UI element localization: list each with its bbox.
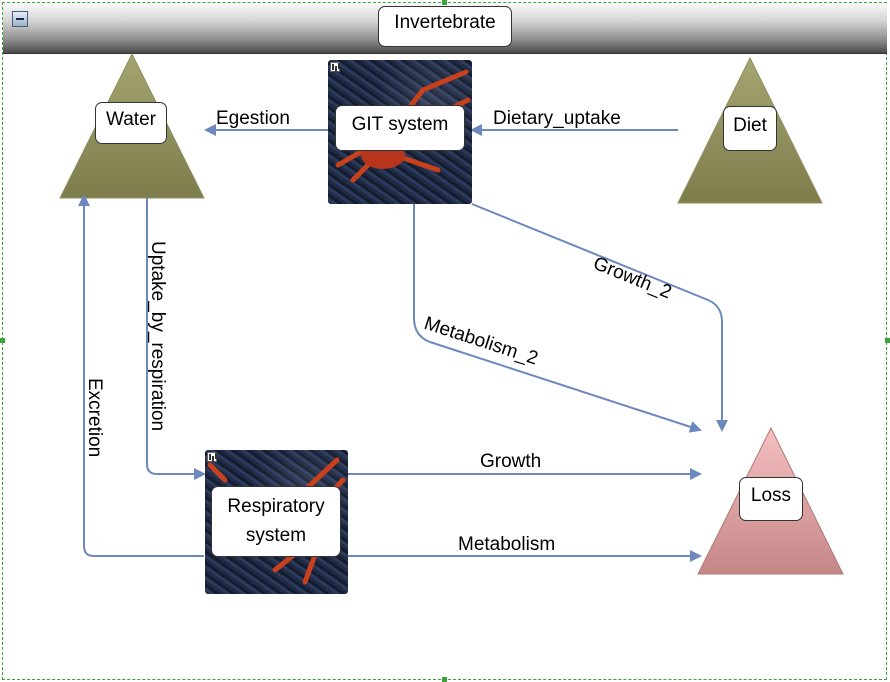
excretion-label[interactable]: Excretion: [84, 378, 105, 458]
diet-stock-label[interactable]: Diet: [723, 106, 777, 151]
git-system-label[interactable]: GIT system: [335, 105, 465, 151]
metabolism-label[interactable]: Metabolism: [458, 534, 556, 555]
growth-2-arrow[interactable]: [471, 203, 728, 432]
loss-stock-label[interactable]: Loss: [739, 477, 803, 521]
uptake-by-respiration-arrow[interactable]: [146, 198, 206, 480]
egestion-label[interactable]: Egestion: [216, 108, 290, 129]
resize-handle-left[interactable]: [0, 338, 5, 343]
resize-handle-bottom[interactable]: [442, 677, 447, 682]
dietary-uptake-label[interactable]: Dietary_uptake: [493, 108, 621, 129]
excretion-arrow[interactable]: [78, 194, 204, 557]
resize-handle-right[interactable]: [885, 338, 890, 343]
chart-icon[interactable]: [330, 62, 340, 72]
resize-handle-top[interactable]: [442, 0, 447, 5]
chart-icon[interactable]: [207, 452, 217, 462]
metabolism-2-arrow[interactable]: [413, 204, 702, 433]
collapse-icon[interactable]: [12, 11, 28, 27]
respiratory-system-label[interactable]: Respiratory system: [211, 486, 341, 557]
container-title-label[interactable]: Invertebrate: [378, 6, 512, 47]
growth-label[interactable]: Growth: [480, 451, 542, 472]
uptake-by-respiration-label[interactable]: Uptake_by_respiration: [147, 241, 168, 432]
water-stock-label[interactable]: Water: [95, 102, 167, 144]
